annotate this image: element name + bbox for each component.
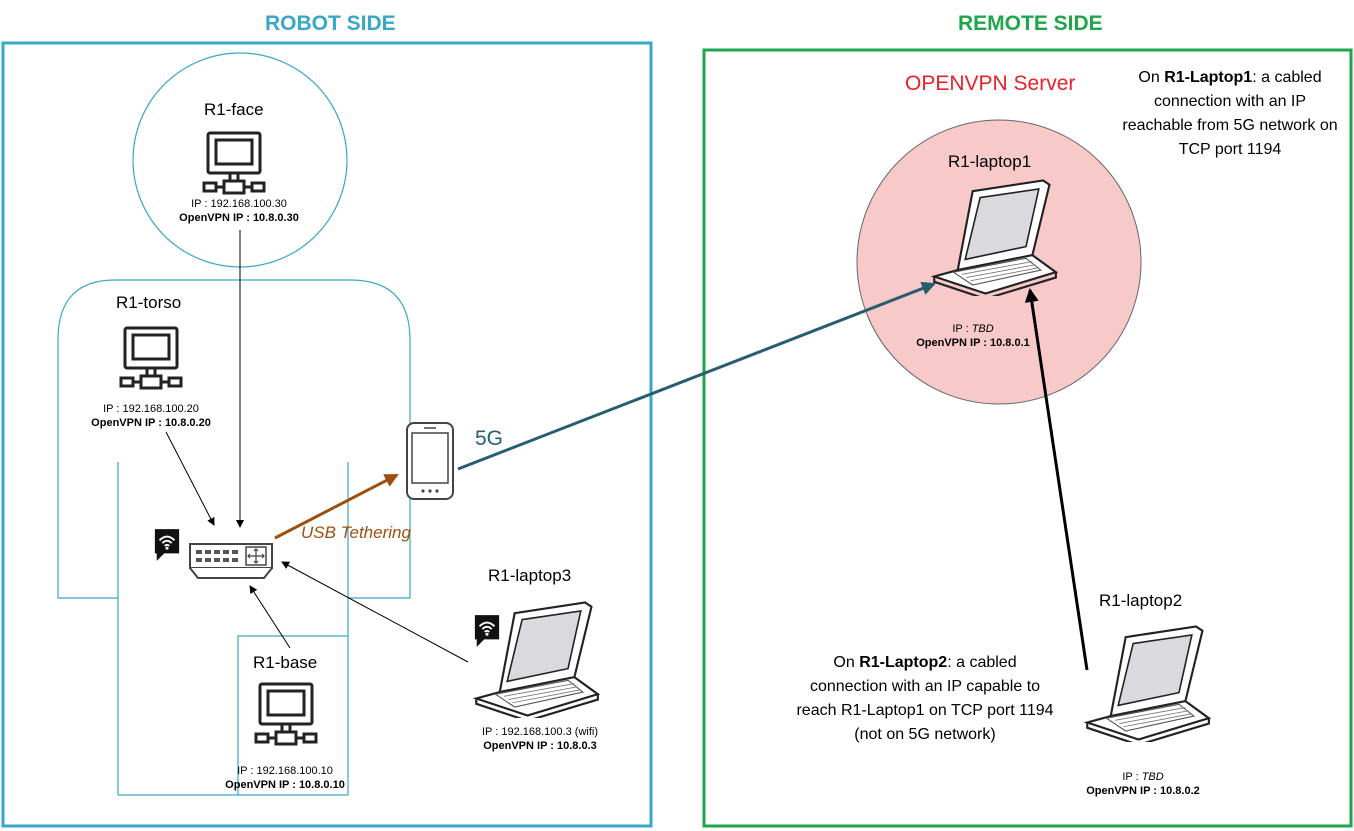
base-vpn-ip: 10.8.0.10 bbox=[298, 779, 345, 791]
torso-to-router-arrow bbox=[165, 431, 215, 526]
base-to-router-arrow bbox=[249, 585, 291, 649]
laptop2-node-ips: IP : TBD OpenVPN IP : 10.8.0.2 bbox=[1086, 771, 1200, 797]
laptop2-to-laptop1-arrow bbox=[1024, 288, 1089, 671]
torso-vpn-ip: 10.8.0.20 bbox=[164, 417, 211, 429]
robot-base-block bbox=[237, 635, 348, 795]
usb-tethering-label: USB Tethering bbox=[301, 523, 411, 542]
torso-node-title: R1-torso bbox=[116, 293, 182, 312]
face-node-title: R1-face bbox=[204, 100, 264, 119]
face-ip: 192.168.100.30 bbox=[210, 198, 287, 210]
laptop1-ip: TBD bbox=[971, 323, 994, 335]
torso-node-ips: IP : 192.168.100.20 OpenVPN IP : 10.8.0.… bbox=[91, 403, 211, 429]
laptop2-ip: TBD bbox=[1141, 771, 1164, 783]
laptop3-to-router-arrow bbox=[281, 561, 469, 663]
base-node-ips: IP : 192.168.100.10 OpenVPN IP : 10.8.0.… bbox=[225, 765, 345, 791]
torso-ip: 192.168.100.20 bbox=[122, 403, 199, 415]
laptop-icon[interactable] bbox=[1086, 625, 1210, 744]
base-ip: 192.168.100.10 bbox=[256, 765, 333, 777]
wifi-badge-icon bbox=[473, 614, 501, 648]
laptop1-node-title: R1-laptop1 bbox=[948, 152, 1032, 171]
smartphone-icon[interactable] bbox=[406, 422, 454, 500]
5g-label: 5G bbox=[475, 427, 504, 450]
face-node-ips: IP : 192.168.100.30 OpenVPN IP : 10.8.0.… bbox=[179, 198, 299, 224]
openvpn-server-label: OPENVPN Server bbox=[905, 72, 1076, 95]
robot-side-title: ROBOT SIDE bbox=[265, 12, 396, 35]
usb-tethering-arrow bbox=[274, 473, 399, 540]
remote-side-title: REMOTE SIDE bbox=[958, 12, 1103, 35]
desktop-computer-icon bbox=[202, 131, 266, 195]
robot-body-outline bbox=[57, 279, 411, 796]
base-node-title: R1-base bbox=[253, 653, 318, 672]
laptop2-vpn-ip: 10.8.0.2 bbox=[1160, 785, 1200, 797]
desktop-computer-icon bbox=[119, 326, 183, 390]
robot-side-box bbox=[1, 41, 653, 828]
laptop3-vpn-ip: 10.8.0.3 bbox=[557, 740, 597, 752]
face-vpn-ip: 10.8.0.30 bbox=[252, 212, 299, 224]
laptop3-node-title: R1-laptop3 bbox=[488, 566, 572, 585]
desktop-computer-icon bbox=[254, 682, 318, 746]
laptop3-node-ips: IP : 192.168.100.3 (wifi) OpenVPN IP : 1… bbox=[481, 726, 598, 752]
laptop2-note: On R1-Laptop2: a cabled connection with … bbox=[796, 654, 1054, 743]
5g-link-arrow bbox=[457, 281, 936, 471]
wifi-badge-icon bbox=[153, 528, 181, 562]
laptop3-ip: 192.168.100.3 bbox=[501, 726, 572, 738]
laptop1-note: On R1-Laptop1: a cabled connection with … bbox=[1122, 69, 1338, 158]
remote-side-box bbox=[702, 48, 1353, 828]
laptop1-node-ips: IP : TBD OpenVPN IP : 10.8.0.1 bbox=[916, 323, 1030, 349]
laptop2-node-title: R1-laptop2 bbox=[1099, 591, 1183, 610]
router-switch-icon[interactable] bbox=[189, 543, 273, 579]
laptop1-vpn-ip: 10.8.0.1 bbox=[990, 337, 1030, 349]
